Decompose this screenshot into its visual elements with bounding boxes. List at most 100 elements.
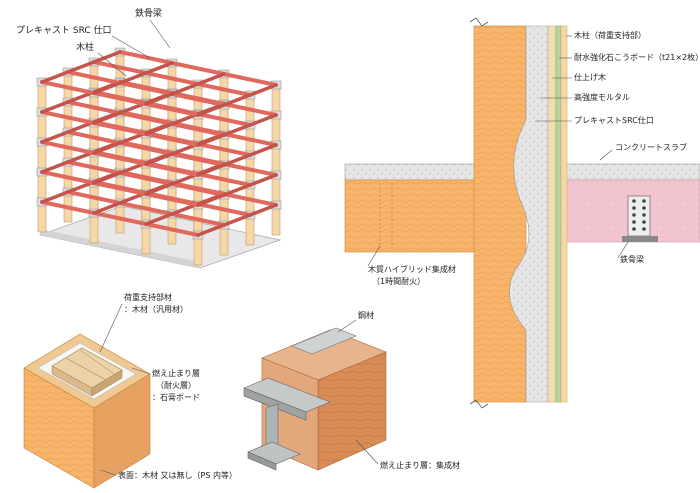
frame-beam bbox=[196, 163, 226, 177]
frame-beam bbox=[40, 110, 96, 125]
frame-beam bbox=[92, 151, 148, 166]
frame-beam bbox=[196, 202, 252, 217]
frame-beam bbox=[144, 192, 200, 207]
frame-beam bbox=[92, 201, 122, 215]
frame-beam bbox=[196, 72, 226, 86]
frame-beam bbox=[222, 93, 252, 107]
frame-beam bbox=[170, 122, 226, 137]
bolt bbox=[632, 227, 636, 231]
label-burn-stop-glulam: 燃え止まり層：集成材 bbox=[380, 460, 460, 470]
label-load-member-material: ：木材（汎用材） bbox=[124, 304, 188, 314]
joint-section: 木柱（荷重支持部） 耐水強化石こうボード（t21×2枚） 仕上げ木 高強度モルタ… bbox=[344, 17, 700, 409]
frame-beam bbox=[144, 102, 200, 117]
frame-beam bbox=[222, 123, 252, 137]
frame-beam bbox=[92, 50, 122, 64]
label-gypsum-board: 耐水強化石こうボード（t21×2枚） bbox=[574, 52, 700, 62]
label-precast-src: プレキャスト SRC 仕口 bbox=[16, 24, 112, 36]
label-load-member: 荷重支持部材 bbox=[124, 292, 172, 302]
frame-beam bbox=[196, 133, 226, 147]
frame-beam bbox=[196, 103, 226, 117]
bolt bbox=[632, 199, 636, 203]
label-finish-wood: 仕上げ木 bbox=[574, 72, 606, 82]
bolt bbox=[632, 206, 636, 210]
frame-beam bbox=[92, 81, 122, 95]
frame-beam bbox=[222, 72, 278, 87]
frame-beam bbox=[40, 140, 96, 155]
frame-beam bbox=[118, 111, 174, 126]
frame-beam bbox=[170, 182, 226, 197]
label-precast-src-joint: プレキャストSRC仕口 bbox=[574, 115, 654, 125]
frame-beam bbox=[92, 141, 122, 155]
frame-beam bbox=[144, 212, 174, 226]
label-wood-column-load: 木柱（荷重支持部） bbox=[574, 30, 646, 40]
frame-figure: 鉄骨梁 プレキャスト SRC 仕口 木柱 bbox=[16, 7, 282, 269]
label-burn-stop-sub: （耐火層） bbox=[156, 380, 196, 390]
frame-beam bbox=[170, 82, 200, 96]
frame-beam bbox=[118, 71, 148, 85]
frame-beam bbox=[144, 61, 174, 75]
frame-beam bbox=[170, 212, 226, 227]
label-steel-beam-joint: 鉄骨梁 bbox=[620, 254, 644, 264]
frame-beam bbox=[92, 171, 122, 185]
frame-beam bbox=[40, 100, 70, 114]
frame-beam bbox=[222, 102, 278, 117]
frame-beam bbox=[66, 130, 122, 145]
bolt bbox=[642, 206, 646, 210]
frame-beam bbox=[144, 152, 174, 166]
frame-beam bbox=[40, 160, 70, 174]
label-burn-stop-material: ：石膏ボード bbox=[152, 392, 200, 402]
frame-beam bbox=[196, 82, 252, 97]
beam-section: 鋼材 燃え止まり層：集成材 bbox=[243, 310, 460, 471]
frame-beam bbox=[144, 162, 200, 177]
frame-beam bbox=[144, 92, 174, 106]
frame-beam bbox=[118, 171, 174, 186]
frame-beam bbox=[170, 61, 226, 76]
frame-column bbox=[36, 77, 48, 233]
frame-beam bbox=[92, 121, 148, 136]
frame-beam bbox=[40, 200, 96, 215]
frame-beam bbox=[222, 183, 252, 197]
bolt bbox=[642, 199, 646, 203]
frame-beam bbox=[40, 80, 96, 95]
frame-beam bbox=[144, 182, 174, 196]
label-steel: 鋼材 bbox=[358, 310, 374, 320]
frame-beam bbox=[222, 132, 278, 147]
frame-beam bbox=[92, 60, 148, 75]
frame-beam bbox=[248, 173, 278, 187]
frame-beam bbox=[144, 71, 200, 86]
bolt bbox=[632, 213, 636, 217]
label-mortar: 高強度モルタル bbox=[574, 92, 630, 102]
label-burn-stop: 燃え止まり層 bbox=[152, 368, 200, 378]
frame-beam bbox=[40, 70, 70, 84]
label-wood-column: 木柱 bbox=[76, 41, 94, 53]
bolt bbox=[632, 220, 636, 224]
frame-beam bbox=[196, 112, 252, 127]
frame-beam bbox=[196, 142, 252, 157]
label-fire-rating: （1時間耐火） bbox=[372, 276, 425, 286]
frame-beam bbox=[92, 181, 148, 196]
frame-beam bbox=[66, 100, 122, 115]
bolt bbox=[642, 220, 646, 224]
frame-beam bbox=[118, 201, 174, 216]
frame-beam bbox=[248, 203, 278, 217]
bolt bbox=[642, 213, 646, 217]
frame-beam bbox=[196, 193, 226, 207]
frame-beam bbox=[66, 70, 122, 85]
frame-beam bbox=[66, 60, 96, 74]
label-hybrid-glulam: 木質ハイブリッド集成材 bbox=[368, 264, 456, 274]
frame-beam bbox=[144, 122, 174, 136]
frame-beam bbox=[92, 91, 148, 106]
bolt bbox=[642, 227, 646, 231]
label-slab: コンクリートスラブ bbox=[615, 142, 687, 152]
frame-beam bbox=[144, 222, 200, 237]
frame-beam bbox=[92, 211, 148, 226]
column-section: 荷重支持部材 ：木材（汎用材） 燃え止まり層 （耐火層） ：石膏ボード 表面：木… bbox=[23, 292, 237, 489]
frame-beam bbox=[222, 162, 278, 177]
frame-beam bbox=[248, 143, 278, 157]
frame-beam bbox=[170, 152, 226, 167]
frame-beam bbox=[118, 81, 174, 96]
label-steel-beam: 鉄骨梁 bbox=[135, 7, 162, 19]
frame-beam bbox=[222, 153, 252, 167]
frame-beam bbox=[222, 213, 252, 227]
frame-beam bbox=[118, 141, 174, 156]
